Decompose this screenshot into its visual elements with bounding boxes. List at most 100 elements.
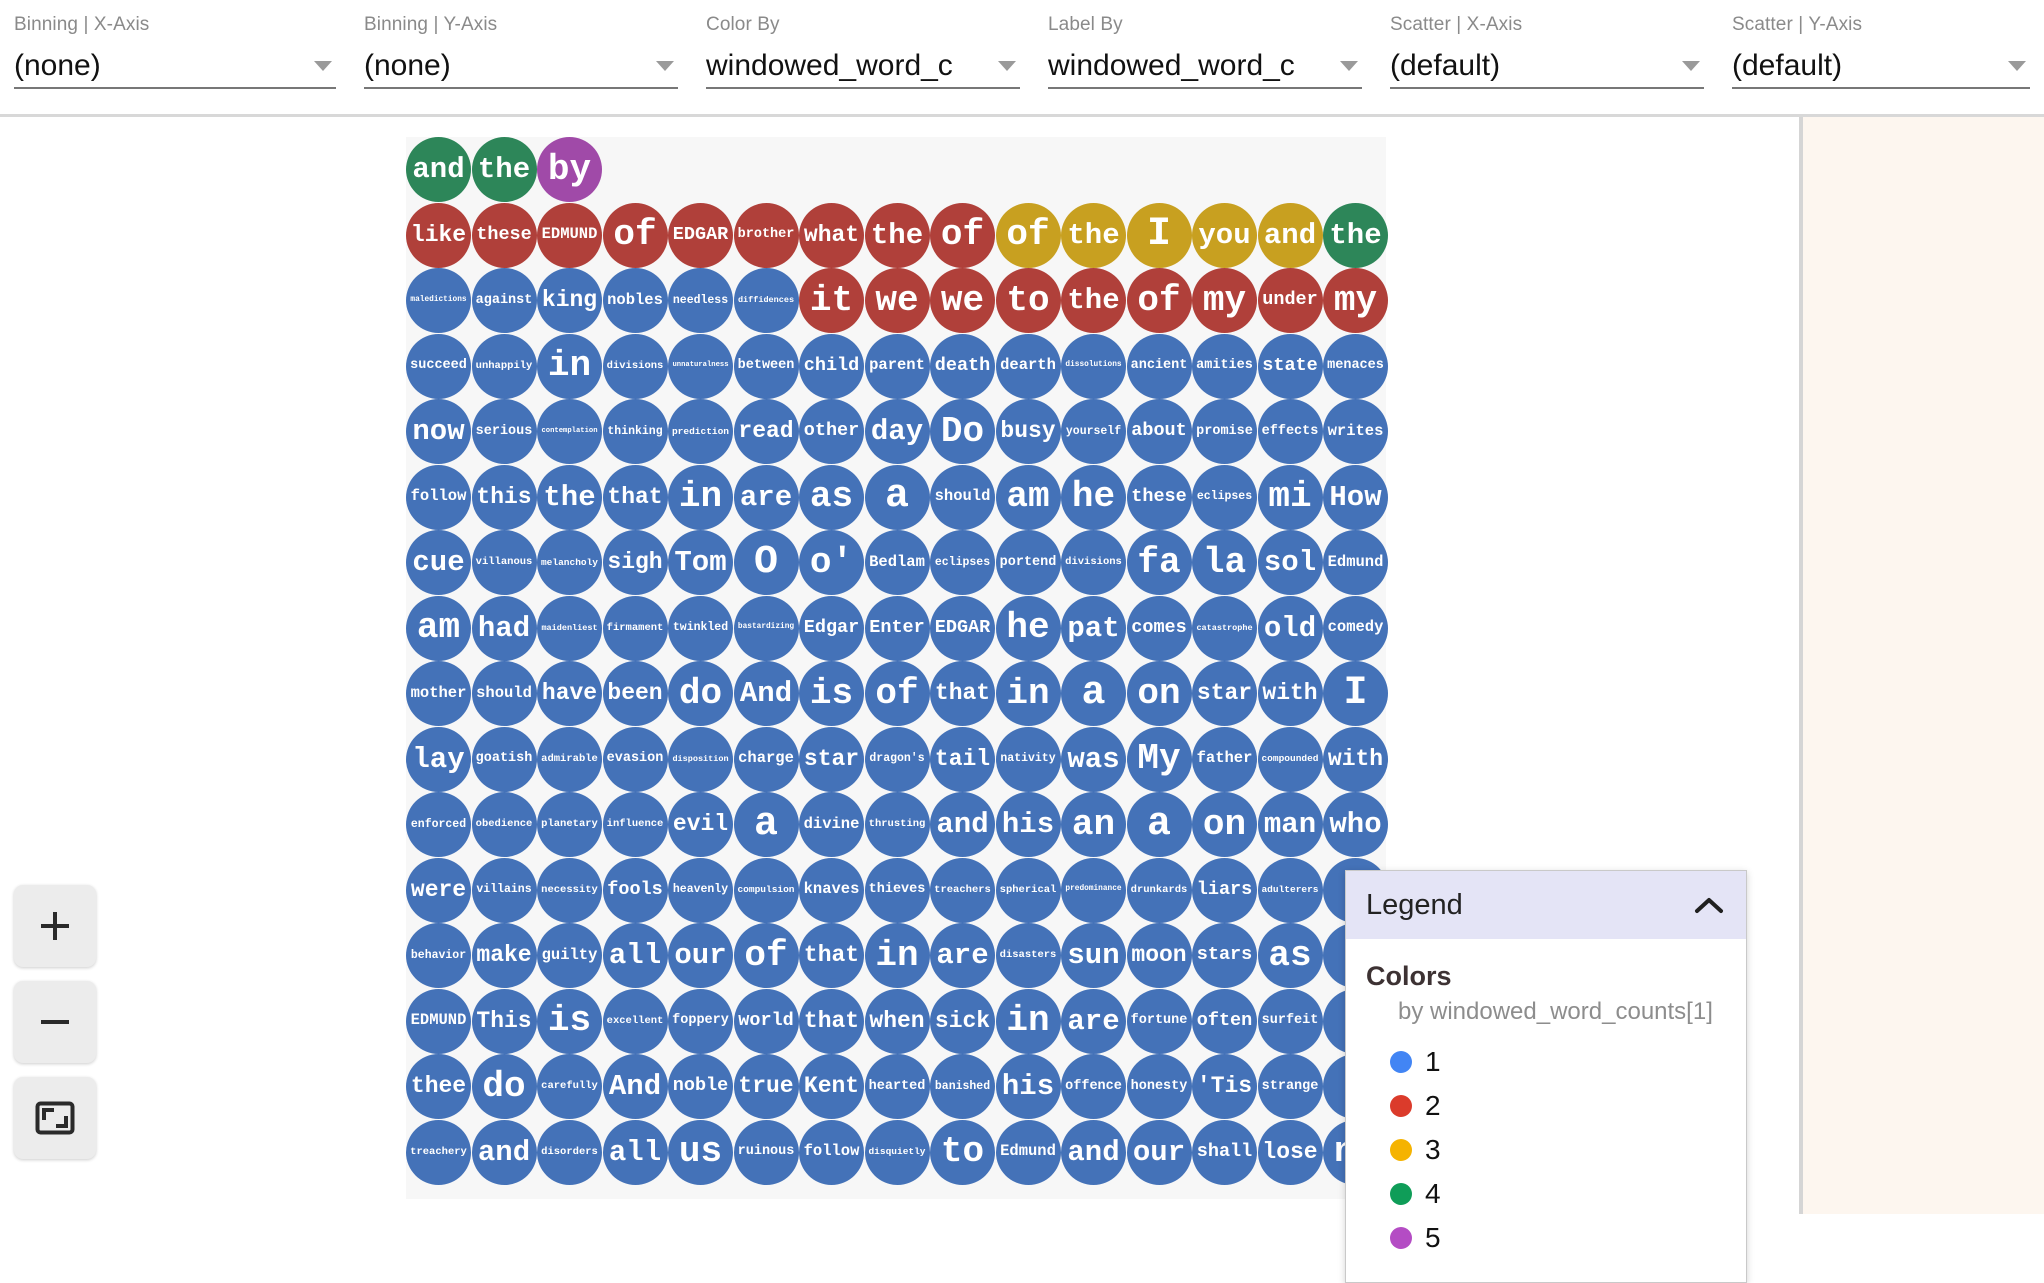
legend-header[interactable]: Legend — [1346, 871, 1746, 939]
bubble-node[interactable]: necessity — [537, 857, 602, 923]
legend-item-4[interactable]: 4 — [1366, 1172, 1746, 1216]
bubble-node[interactable]: eclipses — [1192, 464, 1257, 530]
bubble-node[interactable]: thinking — [602, 399, 668, 464]
bubble-node[interactable]: under — [1257, 268, 1323, 333]
bubble-node[interactable]: mi — [1257, 464, 1323, 530]
bubble-node[interactable]: compulsion — [733, 857, 799, 923]
bubble-node[interactable]: villanous — [471, 530, 537, 595]
bubble-node[interactable]: 'Tis — [1192, 1054, 1257, 1119]
bubble-node[interactable]: drunkards — [1126, 857, 1192, 923]
bubble-node[interactable]: these — [1126, 464, 1192, 530]
bubble-node[interactable]: shall — [1192, 1119, 1257, 1185]
bubble-node[interactable]: twinkled — [668, 595, 733, 661]
bubble-node[interactable]: a — [864, 464, 930, 530]
bubble-node[interactable]: with — [1257, 661, 1323, 726]
bubble-node[interactable]: as — [1257, 923, 1323, 988]
bubble-node[interactable]: is — [537, 988, 602, 1054]
bubble-node[interactable]: villains — [471, 857, 537, 923]
bubble-node[interactable]: adulterers — [1257, 857, 1323, 923]
bubble-node[interactable]: us — [668, 1119, 733, 1185]
bubble-node[interactable]: maidenliest — [537, 595, 602, 661]
bubble-node[interactable]: death — [930, 333, 995, 399]
bubble-node[interactable]: his — [995, 1054, 1061, 1119]
bubble-node[interactable]: a — [733, 792, 799, 857]
bubble-node[interactable]: catastrophe — [1192, 595, 1257, 661]
bubble-node[interactable]: noble — [668, 1054, 733, 1119]
bubble-node[interactable]: promise — [1192, 399, 1257, 464]
bubble-node[interactable]: what — [799, 202, 864, 268]
bubble-node[interactable]: comedy — [1323, 595, 1388, 661]
bubble-node[interactable]: And — [602, 1054, 668, 1119]
bubble-node[interactable]: our — [668, 923, 733, 988]
bubble-node[interactable]: all — [602, 1119, 668, 1185]
bubble-node[interactable]: it — [799, 268, 864, 333]
bubble-node[interactable]: who — [1323, 792, 1388, 857]
bubble-node[interactable]: cue — [406, 530, 471, 595]
bubble-node[interactable]: on — [1126, 661, 1192, 726]
bubble-node[interactable]: knaves — [799, 857, 864, 923]
bubble-node[interactable]: that — [602, 464, 668, 530]
bubble-node[interactable]: disorders — [537, 1119, 602, 1185]
bubble-node[interactable]: true — [733, 1054, 799, 1119]
chevron-down-icon[interactable] — [314, 61, 332, 71]
bubble-node[interactable]: is — [799, 661, 864, 726]
dropdown-binning-y-axis[interactable]: (none) — [364, 45, 678, 89]
bubble-node[interactable]: serious — [471, 399, 537, 464]
bubble-node[interactable]: star — [1192, 661, 1257, 726]
bubble-node[interactable]: by — [537, 137, 602, 202]
bubble-node[interactable]: unhappily — [471, 333, 537, 399]
bubble-node[interactable]: liars — [1192, 857, 1257, 923]
bubble-node[interactable]: of — [602, 202, 668, 268]
bubble-node[interactable]: read — [733, 399, 799, 464]
bubble-node[interactable]: melancholy — [537, 530, 602, 595]
bubble-node[interactable]: la — [1192, 530, 1257, 595]
bubble-node[interactable]: old — [1257, 595, 1323, 661]
bubble-node[interactable]: mother — [406, 661, 471, 726]
bubble-node[interactable]: do — [668, 661, 733, 726]
bubble-node[interactable]: against — [471, 268, 537, 333]
bubble-node[interactable]: have — [537, 661, 602, 726]
bubble-node[interactable]: on — [1192, 792, 1257, 857]
bubble-node[interactable]: stars — [1192, 923, 1257, 988]
bubble-node[interactable]: busy — [995, 399, 1061, 464]
bubble-node[interactable]: effects — [1257, 399, 1323, 464]
bubble-node[interactable]: EDGAR — [668, 202, 733, 268]
bubble-node[interactable]: in — [668, 464, 733, 530]
bubble-node[interactable]: was — [1061, 726, 1126, 792]
bubble-node[interactable]: follow — [799, 1119, 864, 1185]
zoom-in-button[interactable] — [14, 885, 96, 967]
bubble-node[interactable]: charge — [733, 726, 799, 792]
bubble-node[interactable]: star — [799, 726, 864, 792]
bubble-node[interactable]: fortune — [1126, 988, 1192, 1054]
bubble-node[interactable]: dragon's — [864, 726, 930, 792]
bubble-node[interactable]: nobles — [602, 268, 668, 333]
bubble-node[interactable]: king — [537, 268, 602, 333]
bubble-node[interactable]: in — [537, 333, 602, 399]
dropdown-scatter-y-axis[interactable]: (default) — [1732, 45, 2030, 89]
bubble-node[interactable]: dissolutions — [1061, 333, 1126, 399]
bubble-node[interactable]: Do — [930, 399, 995, 464]
bubble-node[interactable]: to — [930, 1119, 995, 1185]
bubble-node[interactable]: planetary — [537, 792, 602, 857]
bubble-node[interactable]: brother — [733, 202, 799, 268]
bubble-node[interactable]: that — [799, 988, 864, 1054]
bubble-node[interactable]: lay — [406, 726, 471, 792]
bubble-node[interactable]: of — [930, 202, 995, 268]
bubble-node[interactable]: the — [864, 202, 930, 268]
dropdown-label-by[interactable]: windowed_word_c — [1048, 45, 1362, 89]
dropdown-scatter-x-axis[interactable]: (default) — [1390, 45, 1704, 89]
bubble-node[interactable]: an — [1061, 792, 1126, 857]
bubble-node[interactable]: are — [930, 923, 995, 988]
bubble-node[interactable]: admirable — [537, 726, 602, 792]
bubble-node[interactable]: tail — [930, 726, 995, 792]
bubble-node[interactable]: in — [995, 988, 1061, 1054]
bubble-node[interactable]: and — [406, 137, 471, 202]
bubble-node[interactable]: menaces — [1323, 333, 1388, 399]
bubble-node[interactable]: of — [1126, 268, 1192, 333]
bubble-node[interactable]: you — [1192, 202, 1257, 268]
bubble-node[interactable]: and — [1061, 1119, 1126, 1185]
bubble-node[interactable]: banished — [930, 1054, 995, 1119]
bubble-node[interactable]: Edmund — [1323, 530, 1388, 595]
legend-item-3[interactable]: 3 — [1366, 1128, 1746, 1172]
